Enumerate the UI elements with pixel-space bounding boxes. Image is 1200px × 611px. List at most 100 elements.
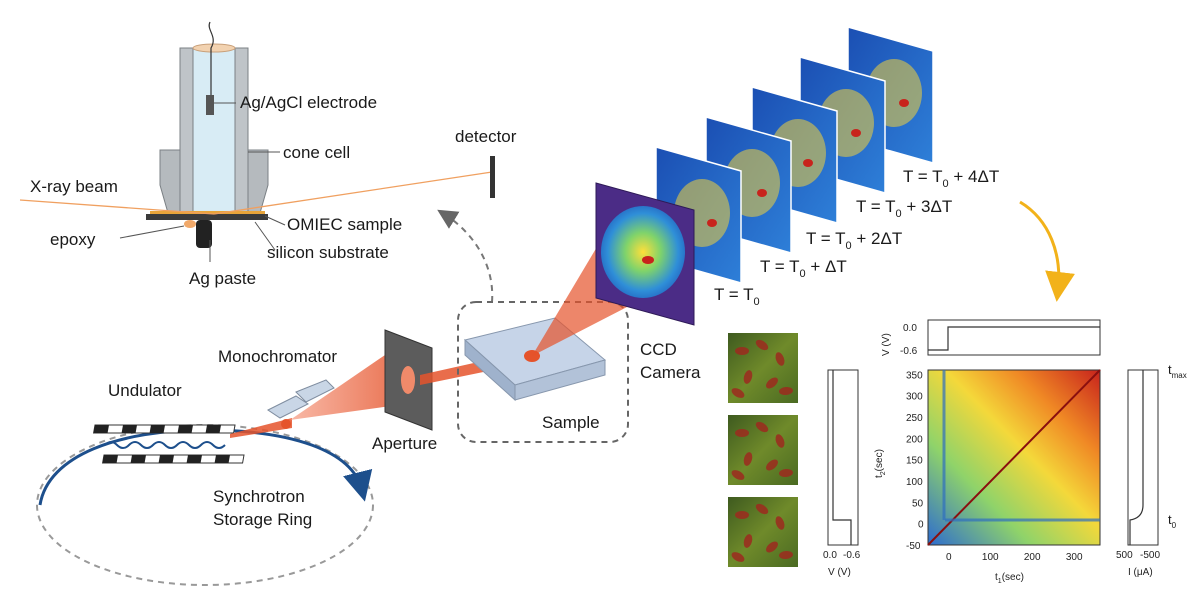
speckle-frame-peak-4 [899,99,909,107]
storage-ring [36,424,374,586]
frame-label-4: T = T0 + 4ΔT [903,167,999,190]
speckle-frame-peak-2 [803,159,813,167]
xray-beam-line [19,199,215,215]
voltage-top-trace [928,326,1100,351]
undulator-magnet-top [93,424,236,434]
label-ring-line2: Storage Ring [213,510,312,529]
electron-wiggle [104,441,226,449]
dashed-arrow-to-cell [437,209,494,303]
microscopy-tiles [728,333,798,567]
frame-label-2: T = T0 + 2ΔT [806,229,902,252]
speckle-frame-peak-1 [757,189,767,197]
micro-tile-1-feature [755,339,769,351]
current-side-trace [1129,370,1144,545]
label-epoxy: epoxy [50,230,96,249]
vtop-ylabel: V (V) [881,333,892,356]
micro-tile-2-feature [775,434,785,448]
ccd-speckle-blob [601,206,685,298]
undulator [93,424,245,464]
heatmap-x-tick: 300 [1066,552,1083,563]
electrode-tip [206,95,214,115]
heatmap-x-tick: 200 [1024,552,1041,563]
beam-undulator-to-mono [230,418,292,438]
label-xray-beam: X-ray beam [30,177,118,196]
label-monochromator: Monochromator [218,347,337,366]
label-ring-line1: Synchrotron [213,487,305,506]
frame-label-1: T = T0 + ΔT [760,257,847,280]
label-detector: detector [455,127,517,146]
label-undulator: Undulator [108,381,182,400]
heatmap-ylabel: t2(sec) [874,449,887,478]
heatmap-y-tick: 0 [918,520,924,531]
undulator-magnet-bottom [102,454,245,464]
label-aperture: Aperture [372,434,437,453]
ring-arrow [38,428,373,506]
micro-tile-3-feature [731,552,745,562]
heatmap-y-tick: 200 [906,434,923,445]
heatmap-x-tick: 0 [946,552,952,563]
ag-paste-contact [196,220,212,248]
cell-meniscus [192,43,236,53]
micro-tile-2-feature [735,429,749,437]
iside-tick-0: 500 [1116,550,1133,561]
orange-curved-arrow [1019,200,1075,302]
omiec-film [150,211,265,214]
label-t-0: t0 [1168,512,1177,530]
micro-tile-3-feature [779,550,793,560]
micro-tile-1-feature [779,386,793,396]
epoxy-dot [184,220,196,228]
speckle-frame-peak-0 [707,219,717,227]
micro-tile-2-feature [731,470,745,480]
heatmap-xlabel: t1(sec) [995,572,1024,585]
frame-labels: T = T0 T = T0 + ΔT T = T0 + 2ΔT T = T0 +… [714,167,999,308]
label-cone-cell: cone cell [283,143,350,162]
micro-tile-3-feature [755,503,769,515]
speckle-frame-peak-3 [851,129,861,137]
cone-cell-body [159,149,181,214]
sample-dashed-box [457,301,629,443]
heatmap-y-tick: 350 [906,370,923,381]
vtop-tick-0: 0.0 [903,323,917,334]
heatmap-y-tick: -50 [906,541,921,552]
label-silicon-substrate: silicon substrate [267,243,389,262]
label-sample: Sample [542,413,600,432]
frame-label-3: T = T0 + 3ΔT [856,197,952,220]
detector-bar [490,156,495,198]
electrode-wire [208,21,214,95]
iside-xlabel: I (μA) [1128,567,1153,578]
label-ccd-line2: Camera [640,363,701,382]
iside-tick-1: -500 [1140,550,1160,561]
heatmap-y-tick: 300 [906,392,923,403]
micro-tile-1-feature [766,377,778,389]
voltage-side-trace [832,370,852,545]
micro-tile-2-feature [743,452,753,466]
current-side-plot: 500 -500 I (μA) tmax t0 [1116,362,1187,578]
micro-tile-1-feature [735,347,749,355]
silicon-substrate [146,214,268,220]
vtop-tick-1: -0.6 [900,346,918,357]
heatmap-diagonal [927,369,1101,546]
micro-tile-3-feature [743,534,753,548]
vside-tick-0: 0.0 [823,550,837,561]
cell-electrolyte [192,47,236,214]
vside-xlabel: V (V) [828,567,851,578]
micro-tile-2-feature [766,459,778,471]
monochromator [267,379,335,429]
label-ccd-line1: CCD [640,340,677,359]
micro-tile-2-feature [779,468,793,478]
heatmap-y-tick: 50 [912,498,924,509]
micro-tile-1-feature [775,352,785,366]
heatmap-y-tick: 150 [906,456,923,467]
beam-mono-to-aperture [290,355,398,420]
voltage-side-plot: 0.0 -0.6 V (V) [823,369,861,578]
frame-label-0: T = T0 [714,285,760,308]
heatmap-y-tick: 250 [906,413,923,424]
voltage-top-plot: 0.0 -0.6 V (V) [881,319,1101,357]
label-ag-paste: Ag paste [189,269,256,288]
label-omiec-sample: OMIEC sample [287,215,402,234]
micro-tile-2-feature [755,421,769,433]
heatmap-x-tick: 100 [982,552,999,563]
